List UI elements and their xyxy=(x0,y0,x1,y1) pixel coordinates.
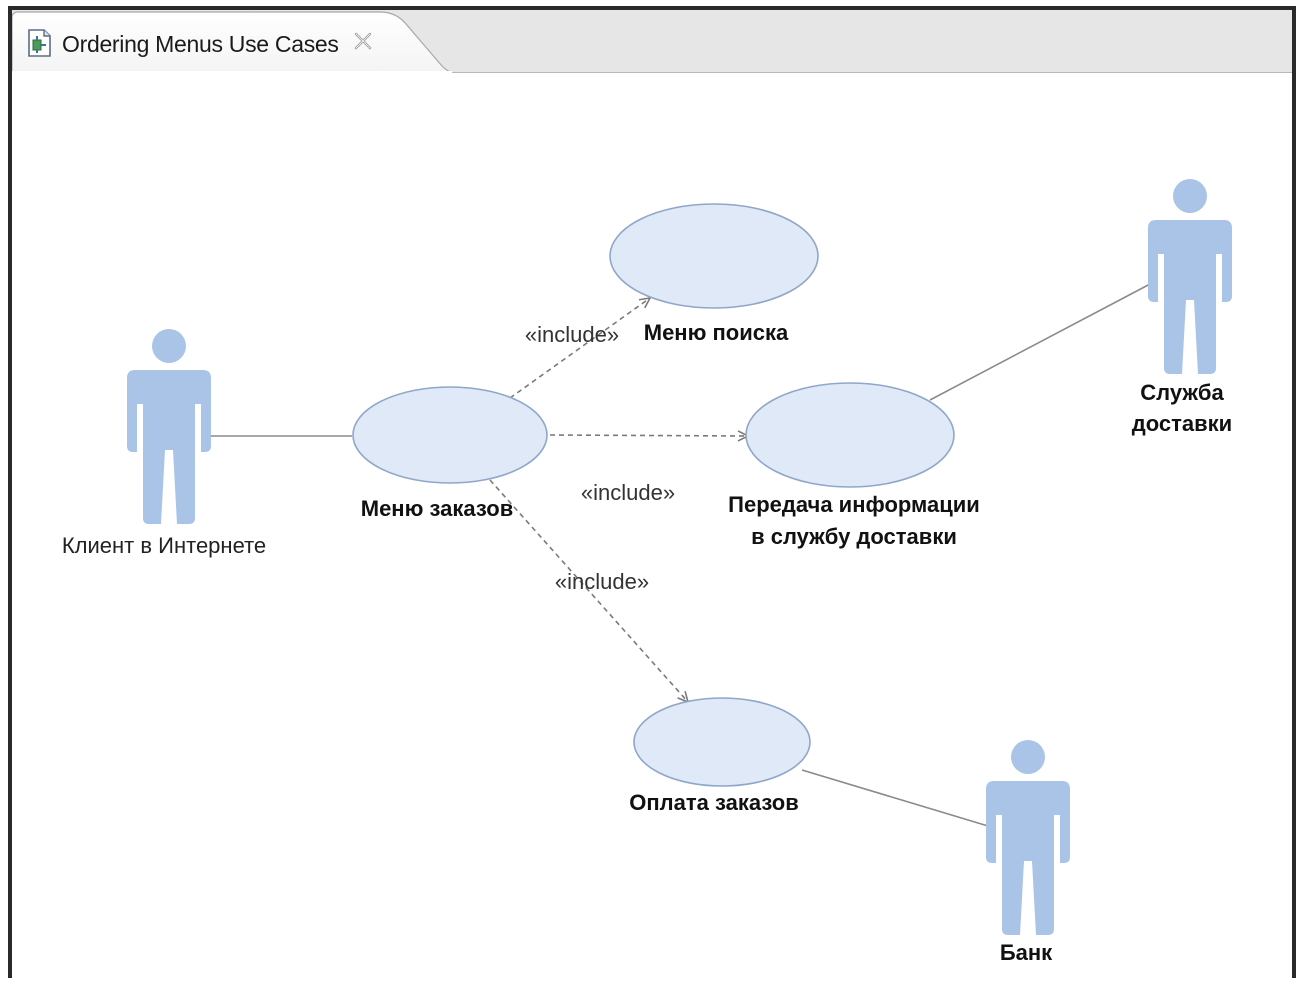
actor-label-client: Клиент в Интернете xyxy=(62,533,266,558)
include-arrow-payment[interactable] xyxy=(489,479,688,702)
tab-title: Ordering Menus Use Cases xyxy=(62,31,339,57)
usecase-label-payment: Оплата заказов xyxy=(629,790,798,815)
include-label-search: «include» xyxy=(525,322,619,347)
use-case-diagram: Клиент в Интернете Служба доставки Банк … xyxy=(62,179,1232,965)
usecase-transfer-info[interactable] xyxy=(745,382,955,488)
usecase-label-search-menu: Меню поиска xyxy=(644,320,789,345)
editor-tab-bar: Ordering Menus Use Cases xyxy=(12,10,1292,73)
actor-label-bank: Банк xyxy=(1000,940,1053,965)
usecase-search-menu[interactable] xyxy=(609,203,819,309)
include-label-payment: «include» xyxy=(555,569,649,594)
usecase-order-menu[interactable] xyxy=(352,386,548,484)
actor-bank[interactable] xyxy=(986,740,1070,935)
actor-label-delivery-line2: доставки xyxy=(1132,411,1232,436)
actor-delivery-service[interactable] xyxy=(1148,179,1232,374)
usecase-label-transfer-line1: Передача информации xyxy=(728,492,980,517)
usecase-label-order-menu: Меню заказов xyxy=(361,496,514,521)
diagram-editor-window: Ordering Menus Use Cases xyxy=(8,6,1296,978)
include-arrow-search[interactable] xyxy=(509,298,650,399)
diagram-file-icon xyxy=(26,28,54,58)
actor-label-delivery-line1: Служба xyxy=(1140,380,1224,405)
usecase-label-transfer-line2: в службу доставки xyxy=(751,524,957,549)
include-label-transfer: «include» xyxy=(581,480,675,505)
association-payment-bank[interactable] xyxy=(801,769,989,827)
usecase-payment[interactable] xyxy=(633,697,811,787)
tab-shape xyxy=(12,11,452,73)
close-icon[interactable] xyxy=(352,30,374,52)
actor-client[interactable] xyxy=(127,329,211,524)
include-arrow-transfer[interactable] xyxy=(549,435,748,436)
tab-ordering-menus-use-cases[interactable]: Ordering Menus Use Cases xyxy=(12,10,452,73)
diagram-canvas[interactable]: Клиент в Интернете Служба доставки Банк … xyxy=(12,72,1292,978)
association-transfer-delivery[interactable] xyxy=(929,283,1151,401)
